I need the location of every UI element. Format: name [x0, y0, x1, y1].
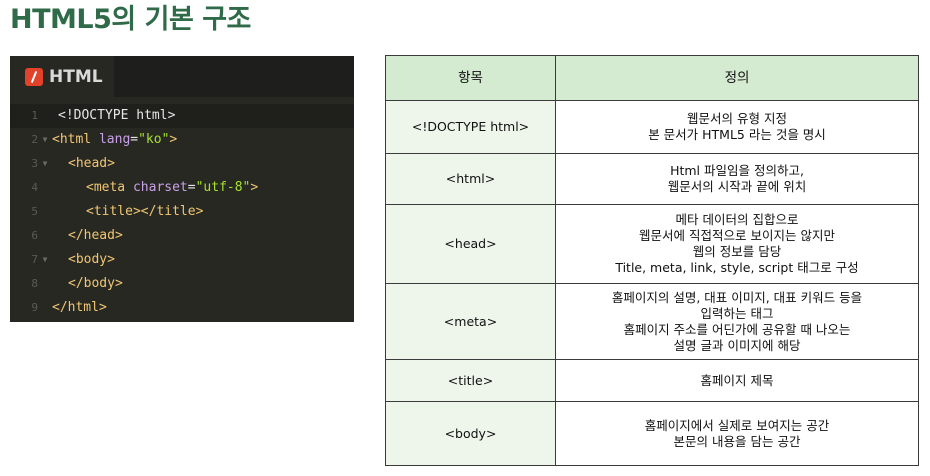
code-body[interactable]: 1 <!DOCTYPE html> 2 ▼ <html lang="ko"> 3… [10, 97, 354, 320]
definition-cell: 메타 데이터의 집합으로 웹문서에 직접적으로 보이지는 않지만 웹의 정보를 … [555, 204, 919, 284]
term-cell: <html> [385, 153, 556, 205]
term-cell: <body> [385, 401, 556, 466]
definition-cell: Html 파일임을 정의하고, 웹문서의 시작과 끝에 위치 [555, 153, 919, 205]
table-row: <head> 메타 데이터의 집합으로 웹문서에 직접적으로 보이지는 않지만 … [385, 204, 919, 284]
header-definition: 정의 [555, 55, 919, 101]
code-line: 6 </head> [10, 224, 354, 248]
line-number: 9 [31, 301, 38, 314]
definition-cell: 홈페이지에서 실제로 보여지는 공간 본문의 내용을 담는 공간 [555, 401, 919, 466]
line-number: 4 [31, 181, 38, 194]
code-line: 7 ▼ <body> [10, 248, 354, 272]
fold-arrow-icon[interactable]: ▼ [42, 135, 48, 144]
html-file-icon [25, 67, 43, 86]
line-number: 3 [31, 157, 38, 170]
term-cell: <title> [385, 359, 556, 402]
code-text: </head> [68, 228, 123, 243]
term-cell: <meta> [385, 283, 556, 360]
line-number: 7 [31, 253, 38, 266]
code-line: 1 <!DOCTYPE html> [10, 104, 354, 128]
fold-arrow-icon[interactable]: ▼ [42, 255, 48, 264]
code-line: 5 <title></title> [10, 200, 354, 224]
line-number: 2 [31, 133, 38, 146]
page-title: HTML5의 기본 구조 [10, 4, 251, 35]
code-text: <html lang="ko"> [52, 132, 178, 147]
line-number: 6 [31, 229, 38, 242]
table-row: <meta> 홈페이지의 설명, 대표 이미지, 대표 키워드 등을 입력하는 … [385, 283, 919, 360]
code-line: 9 </html> [10, 296, 354, 320]
editor-tab-html[interactable]: HTML [10, 56, 114, 97]
table-row: <title> 홈페이지 제목 [385, 359, 919, 402]
line-number: 1 [31, 109, 38, 122]
code-line: 8 </body> [10, 272, 354, 296]
code-text: <head> [68, 156, 115, 171]
header-item: 항목 [385, 55, 556, 101]
term-cell: <head> [385, 204, 556, 284]
definition-cell: 웹문서의 유형 지정 본 문서가 HTML5 라는 것을 명시 [555, 100, 919, 154]
code-text: <!DOCTYPE html> [58, 108, 176, 123]
html-structure-table: 항목 정의 <!DOCTYPE html> 웹문서의 유형 지정 본 문서가 H… [385, 55, 919, 466]
code-text: <body> [68, 252, 115, 267]
definition-cell: 홈페이지의 설명, 대표 이미지, 대표 키워드 등을 입력하는 태그 홈페이지… [555, 283, 919, 360]
table-row: <body> 홈페이지에서 실제로 보여지는 공간 본문의 내용을 담는 공간 [385, 401, 919, 466]
editor-tab-bar: HTML [10, 56, 354, 97]
table-row: <html> Html 파일임을 정의하고, 웹문서의 시작과 끝에 위치 [385, 153, 919, 205]
definition-cell: 홈페이지 제목 [555, 359, 919, 402]
term-cell: <!DOCTYPE html> [385, 100, 556, 154]
code-text: <title></title> [86, 204, 204, 219]
editor-tab-label: HTML [49, 66, 103, 87]
code-text: </body> [68, 276, 123, 291]
table-header-row: 항목 정의 [385, 55, 919, 101]
code-text: <meta charset="utf-8"> [86, 180, 259, 195]
table-row: <!DOCTYPE html> 웹문서의 유형 지정 본 문서가 HTML5 라… [385, 100, 919, 154]
line-number: 8 [31, 277, 38, 290]
fold-arrow-icon[interactable]: ▼ [42, 159, 48, 168]
code-line: 3 ▼ <head> [10, 152, 354, 176]
code-editor: HTML 1 <!DOCTYPE html> 2 ▼ <html lang="k… [10, 56, 354, 322]
line-number: 5 [31, 205, 38, 218]
code-text: </html> [52, 300, 107, 315]
code-line: 4 <meta charset="utf-8"> [10, 176, 354, 200]
code-line: 2 ▼ <html lang="ko"> [10, 128, 354, 152]
